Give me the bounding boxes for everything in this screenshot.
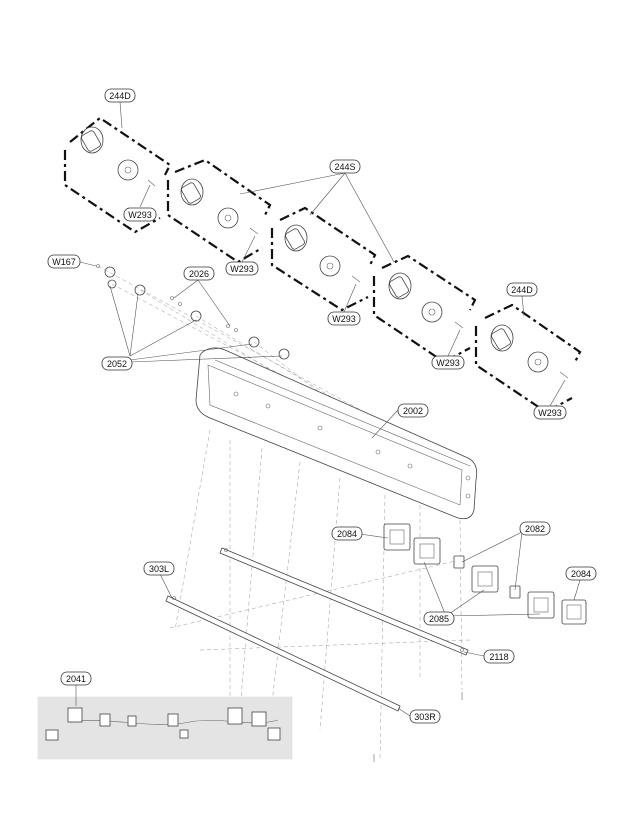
callout-label: 2002 — [403, 406, 423, 416]
knob-group-4 — [372, 254, 477, 364]
knob-group-5 — [474, 303, 582, 414]
callout-label: W293 — [538, 408, 562, 418]
callout-label: 2082 — [525, 524, 545, 534]
callout-label: 2084 — [571, 569, 591, 579]
callout-label: 2041 — [66, 674, 86, 684]
callout-label: 2026 — [189, 269, 209, 279]
callout-label: W293 — [332, 314, 356, 324]
callout-label: 244D — [511, 285, 533, 295]
callout-2085: 2085 — [423, 611, 455, 626]
rail-2118 — [219, 547, 469, 656]
callout-w293-3: W293 — [327, 311, 361, 326]
callout-label: 2118 — [489, 652, 508, 662]
callout-label: W293 — [436, 358, 460, 368]
callout-2082: 2082 — [519, 521, 551, 536]
callout-label: W293 — [128, 210, 152, 220]
screws — [373, 692, 463, 762]
leader-lines — [75, 101, 581, 717]
callout-2052: 2052 — [101, 356, 133, 371]
callout-label: 2085 — [429, 614, 449, 624]
callout-244d-top: 244D — [104, 88, 136, 103]
knob-group-1 — [63, 116, 172, 234]
switches — [383, 523, 587, 625]
callout-2084-right: 2084 — [565, 566, 597, 581]
callout-2041: 2041 — [60, 671, 92, 686]
wire-harness-2041 — [37, 696, 293, 760]
callout-label: W167 — [52, 257, 76, 267]
control-panel-2002 — [195, 347, 478, 520]
callout-label: 2052 — [107, 359, 127, 369]
callout-label: 303L — [149, 564, 169, 574]
projection-lines — [169, 429, 471, 761]
callout-303l: 303L — [143, 561, 175, 576]
callout-244d-right: 244D — [506, 282, 538, 297]
callout-2002: 2002 — [397, 403, 429, 418]
callout-244s: 244S — [329, 159, 361, 174]
callout-2026: 2026 — [183, 266, 215, 281]
callout-label: W293 — [230, 264, 254, 274]
knob-group-2 — [166, 158, 272, 264]
callout-label: 2084 — [337, 529, 357, 539]
knob-group-3 — [270, 206, 377, 312]
rail-303L-303R — [165, 595, 401, 712]
callout-w293-2: W293 — [225, 261, 259, 276]
callout-w293-4: W293 — [431, 355, 465, 370]
callout-w293-1: W293 — [123, 207, 157, 222]
callout-label: 303R — [414, 712, 436, 722]
callout-w293-5: W293 — [533, 405, 567, 420]
callout-label: 244D — [109, 91, 131, 101]
callout-w167: W167 — [47, 254, 81, 269]
callout-2084-left: 2084 — [331, 526, 363, 541]
callout-2118: 2118 — [483, 649, 515, 664]
callout-label: 244S — [334, 162, 355, 172]
callout-303r: 303R — [409, 709, 441, 724]
